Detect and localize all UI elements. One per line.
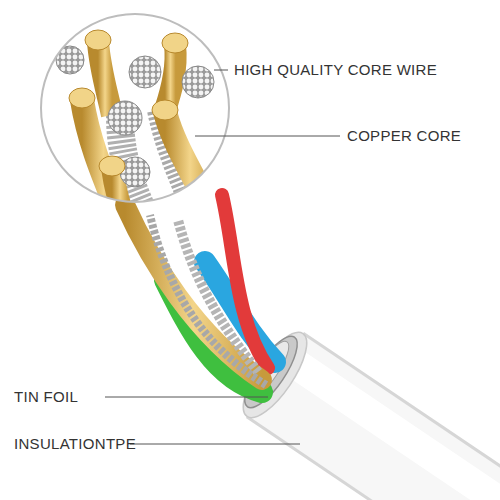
- jacket-highlight: [290, 360, 500, 500]
- leader-line: [105, 397, 268, 398]
- strand-bundle: [182, 66, 214, 98]
- zoom-circle: [41, 14, 229, 202]
- leader-line: [214, 70, 228, 71]
- zoom-contents: [56, 30, 215, 230]
- copper-core-end: [152, 100, 178, 120]
- silver-strand: [150, 215, 266, 385]
- leader-line: [195, 136, 340, 137]
- callout-label: COPPER CORE: [347, 127, 461, 145]
- copper-core-end: [85, 30, 111, 50]
- copper-core-end: [99, 156, 125, 176]
- strand-bundle: [108, 101, 142, 135]
- silver-strand: [178, 220, 258, 372]
- callout-label: HIGH QUALITY CORE WIRE: [234, 61, 437, 79]
- strand-bundle: [129, 56, 161, 88]
- leader-line: [130, 444, 300, 445]
- zoom-circle-fill: [41, 14, 229, 202]
- callout-label: INSULATIONTPE: [14, 435, 136, 453]
- strand-bundle: [120, 157, 150, 187]
- copper-core-end: [69, 88, 95, 108]
- copper-core: [165, 112, 215, 220]
- callout-label: TIN FOIL: [14, 388, 78, 406]
- copper-core: [98, 42, 112, 115]
- copper-core-end: [162, 33, 188, 53]
- gold-wire: [125, 205, 262, 380]
